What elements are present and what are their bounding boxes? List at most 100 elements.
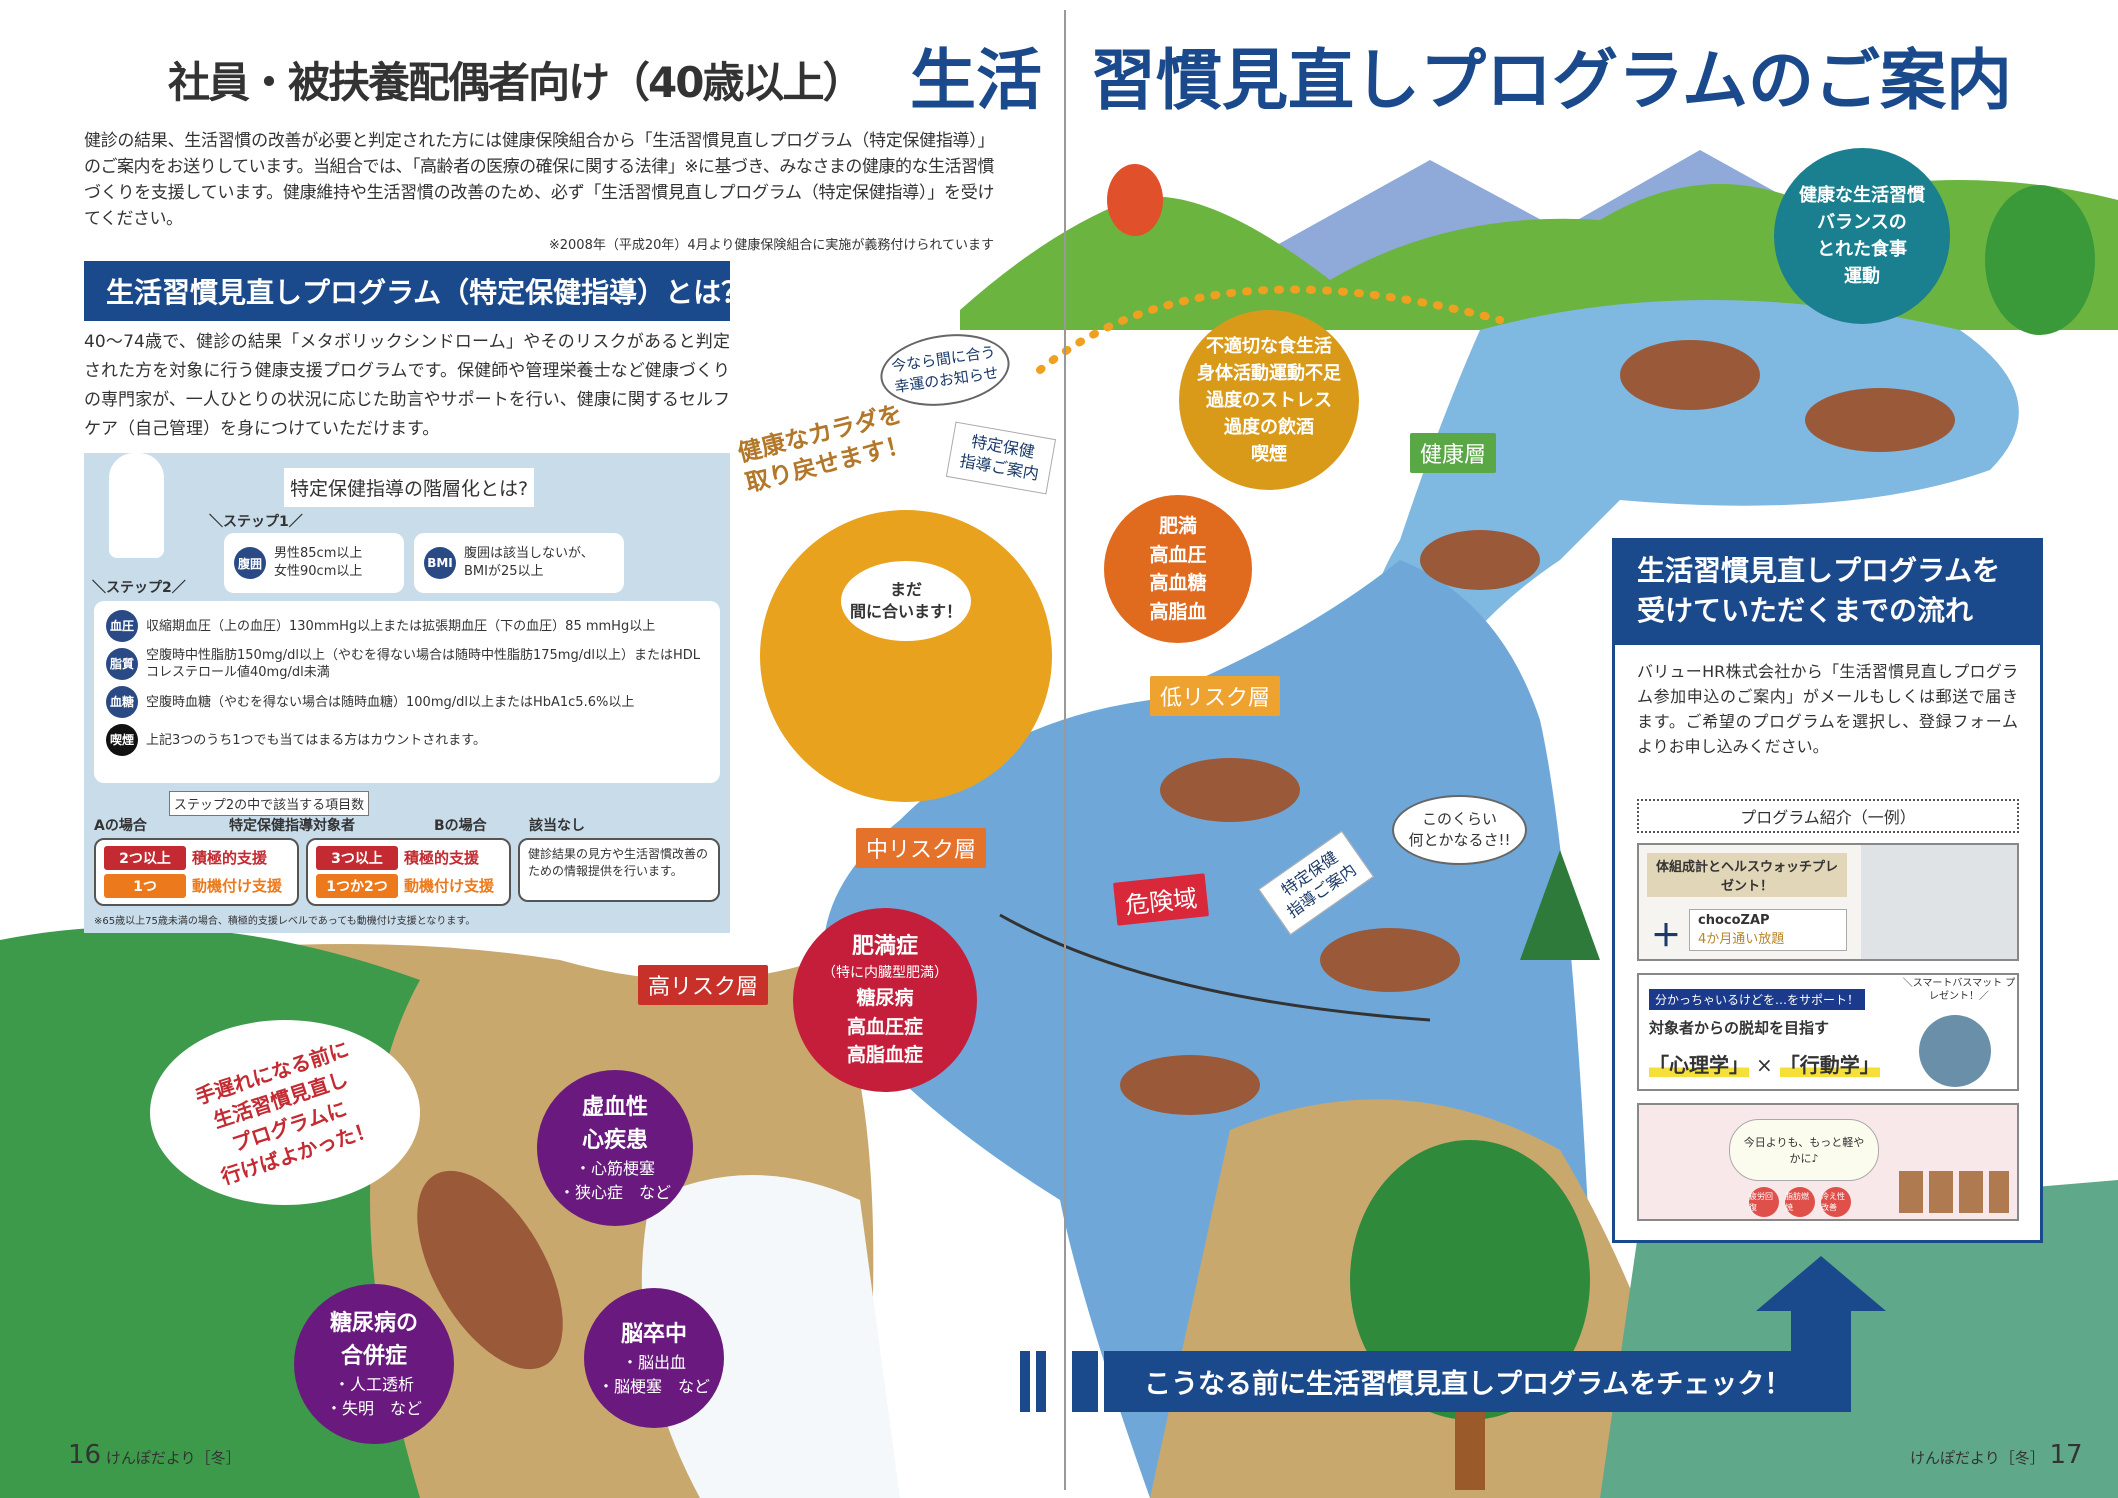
criterion-row: 血糖空腹時血糖（やむを得ない場合は随時血糖）100mg/dl以上またはHbA1c… (106, 685, 708, 719)
risk-factors-circle: 肥満高血圧高血糖高脂血 (1104, 495, 1252, 643)
steps-note: ※65歳以上75歳未満の場合、積極的支援レベルであっても動機付け支援となります。 (94, 916, 476, 927)
criterion-text: 収縮期血圧（上の血圧）130mmHg以上または拡張期血圧（下の血圧）85 mmH… (146, 618, 656, 634)
section-text: 40〜74歳で、健診の結果「メタボリックシンドローム」やそのリスクがあると判定さ… (84, 332, 730, 439)
boat (1620, 340, 1760, 410)
count-pill: 1つか2つ (316, 874, 398, 898)
stratification-box: 特定保健指導の階層化とは? ＼ステップ1／ ＼ステップ2／ 腹囲 男性85cm以… (84, 453, 730, 933)
program-flow-box: 生活習慣見直しプログラムを受けていただくまでの流れ バリューHR株式会社から「生… (1612, 538, 2043, 1243)
support-level: 積極的支援 (192, 849, 268, 867)
sign-high-risk: 高リスク層 (638, 965, 769, 1005)
steps-title: 特定保健指導の階層化とは? (284, 468, 534, 507)
gift-label: ＼スマートバスマット プレゼント！／ (1902, 978, 2016, 1002)
banner-stripe (1036, 1351, 1046, 1412)
none-result: 健診結果の見方や生活習慣改善のための情報提供を行います。 (518, 838, 720, 902)
a-line1: 男性85cm以上 (274, 546, 363, 561)
criterion-row: 喫煙上記3つのうち1つでも当てはまる方はカウントされます。 (106, 723, 708, 757)
plus-icon: ＋ (1651, 919, 1681, 954)
hot-air-balloon (1107, 164, 1163, 236)
case-a-results: 2つ以上積極的支援 1つ動機付け支援 (94, 838, 299, 906)
glucose-badge: 血糖 (106, 686, 138, 718)
white-splash (641, 1175, 900, 1498)
buoy-line (999, 913, 1431, 1022)
boat (1120, 1055, 1260, 1115)
criterion-row: 血圧収縮期血圧（上の血圧）130mmHg以上または拡張期血圧（下の血圧）85 m… (106, 609, 708, 643)
carefree-bubble: このくらい何とかなるさ!! (1392, 795, 1527, 865)
case-b-results: 3つ以上積極的支援 1つか2つ動機付け支援 (306, 838, 511, 906)
causes-circle: 不適切な食生活身体活動運動不足過度のストレス過度の飲酒喫煙 (1179, 310, 1359, 490)
count-pill: 3つ以上 (316, 846, 398, 870)
boat (1420, 530, 1540, 590)
bmi-badge: BMI (424, 547, 456, 579)
green-field-right (1600, 1180, 2118, 1498)
criterion-b: BMI 腹囲は該当しないが、 BMIが25以上 (414, 533, 624, 593)
supplement-products (1899, 1171, 2009, 1213)
boat (1805, 388, 1955, 452)
step2-criteria: 血圧収縮期血圧（上の血圧）130mmHg以上または拡張期血圧（下の血圧）85 m… (94, 601, 720, 783)
dotted-path (1036, 285, 1504, 374)
step2-label: ＼ステップ2／ (92, 580, 186, 596)
healthy-habits-circle: 健康な生活習慣バランスのとれた食事運動 (1774, 148, 1950, 324)
heart-disease-circle: 虚血性心疾患・心筋梗塞・狭心症 など (537, 1070, 693, 1226)
count-label: ステップ2の中で該当する項目数 (169, 791, 369, 816)
sign-low-risk: 低リスク層 (1150, 676, 1281, 716)
step1-label: ＼ステップ1／ (209, 514, 303, 530)
flow-text: バリューHR株式会社から「生活習慣見直しプログラム参加申込のご案内」がメールもし… (1637, 662, 2018, 756)
check-program-banner[interactable]: こうなる前に生活習慣見直しプログラムをチェック！ (1104, 1351, 1851, 1412)
man-illustration (109, 453, 164, 558)
target-label: 特定保健指導対象者 (229, 818, 355, 834)
support-level: 動機付け支援 (192, 877, 283, 895)
count-pill: 1つ (104, 874, 186, 898)
support-level: 積極的支援 (404, 849, 480, 867)
program-keywords: 「心理学」 × 「行動学」 (1649, 1053, 1880, 1077)
program-card-psychology[interactable]: 分かっちゃいるけどを…をサポート！ 対象者からの脱却を目指す 「心理学」 × 「… (1637, 973, 2019, 1091)
page-number-left: 16 けんぽだより［冬］ (68, 1440, 241, 1470)
case-b-label: Bの場合 (434, 818, 487, 834)
banner-stripe (1072, 1351, 1098, 1412)
flow-heading: 生活習慣見直しプログラムを受けていただくまでの流れ (1615, 541, 2040, 645)
lipid-badge: 脂質 (106, 648, 138, 680)
diabetes-complications-circle: 糖尿病の合併症・人工透析・失明 など (294, 1284, 454, 1444)
stroke-circle: 脳卒中・脳出血・脳梗塞 など (584, 1288, 724, 1428)
obesity-disease-circle: 肥満症（特に内臓型肥満）糖尿病高血圧症高脂血症 (793, 908, 977, 1092)
waist-badge: 腹囲 (234, 547, 266, 579)
program-card-supplements[interactable]: 今日よりも、もっと軽やかに♪ 疲労回復 脂肪燃焼 冷え性改善 (1637, 1103, 2019, 1221)
a-line2: 女性90cm以上 (274, 564, 363, 579)
intro-text: 健診の結果、生活習慣の改善が必要と判定された方には健康保険組合から「生活習慣見直… (84, 131, 995, 229)
criterion-row: 脂質空腹時中性脂肪150mg/dl以上（やむを得ない場合は随時中性脂肪175mg… (106, 647, 708, 681)
criterion-a: 腹囲 男性85cm以上女性90cm以上 (224, 533, 404, 593)
banner-stripe (1020, 1351, 1030, 1412)
boat (1320, 928, 1460, 992)
pine-tree (1520, 850, 1600, 960)
page-number-right: けんぽだより［冬］ 17 (1910, 1440, 2083, 1470)
bathmat-photo (1919, 1015, 1991, 1087)
title-main-right: 習慣見直しプログラムのご案内 (1090, 42, 2013, 119)
smoking-badge: 喫煙 (106, 724, 138, 756)
intro-footnote: ※2008年（平成20年）4月より健康保険組合に実施が義務付けられています (548, 238, 994, 253)
section-heading: 生活習慣見直しプログラム（特定保健指導）とは？ (84, 261, 749, 321)
sign-mid-risk: 中リスク層 (856, 828, 987, 868)
case-a-label: Aの場合 (94, 818, 147, 834)
benefit-tags: 疲労回復 脂肪燃焼 冷え性改善 (1749, 1187, 1851, 1217)
program-title: 体組成計とヘルスウォッチプレゼント！ (1647, 853, 1847, 897)
product-photo (1861, 845, 2017, 959)
b-line2: BMIが25以上 (464, 564, 544, 579)
up-arrow-icon (1756, 1256, 1886, 1351)
title-audience: 社員・被扶養配偶者向け（40歳以上） (168, 58, 864, 107)
b-line1: 腹囲は該当しないが、 (464, 546, 594, 561)
count-pill: 2つ以上 (104, 846, 186, 870)
tree-bottom (1350, 1140, 1590, 1420)
boat (1160, 758, 1300, 822)
none-label: 該当なし (529, 818, 585, 834)
criterion-text: 空腹時中性脂肪150mg/dl以上（やむを得ない場合は随時中性脂肪175mg/d… (146, 648, 700, 680)
doctor-consultation-illustration: まだ間に合います！ (760, 510, 1052, 802)
program-tag: 分かっちゃいるけどを…をサポート！ (1649, 989, 1866, 1010)
program-intro-label: プログラム紹介（一例） (1637, 799, 2019, 833)
program-title: 対象者からの脱却を目指す (1649, 1019, 1830, 1037)
title-main-left: 生活 (910, 42, 1042, 119)
doctor-bubble: まだ間に合います！ (841, 561, 971, 641)
support-level: 動機付け支援 (404, 877, 495, 895)
sign-healthy: 健康層 (1410, 433, 1497, 473)
criterion-text: 空腹時血糖（やむを得ない場合は随時血糖）100mg/dl以上またはHbA1c5.… (146, 694, 635, 710)
